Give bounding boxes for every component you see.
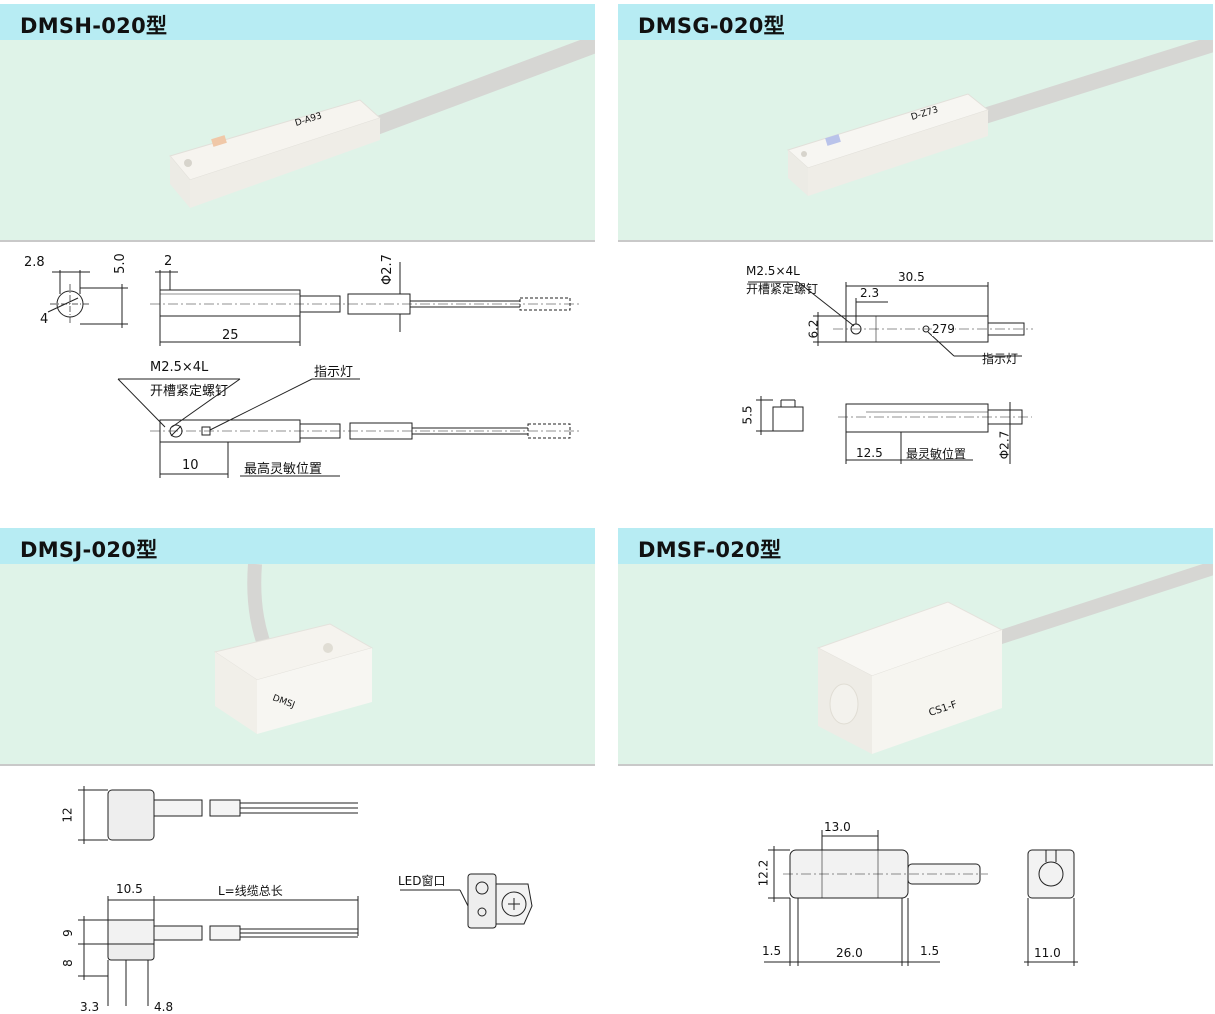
dim-label: 5.0: [112, 253, 128, 274]
panel-dmsg: DMSG-020型 D-Z73: [618, 4, 1215, 504]
dim-label: 4: [40, 312, 49, 327]
panel-title: DMSJ-020型: [20, 538, 158, 562]
technical-drawing: 13.0 12.2 1.5 26.0 1.5 11.0: [618, 766, 1213, 1006]
panel-dmsh: DMSH-020型 D-A93: [0, 4, 604, 504]
screw-desc-label: 开槽紧定螺钉: [746, 282, 819, 296]
dim-label: 12.5: [856, 446, 883, 460]
led-label: 指示灯: [314, 365, 354, 380]
dim-label: 2.3: [860, 286, 880, 300]
led-label: 指示灯: [982, 352, 1019, 366]
screw-spec-label: M2.5×4L: [746, 264, 800, 278]
dim-label: 10.5: [116, 882, 143, 896]
sensor-photo-illustration: D-Z73: [787, 36, 1215, 196]
dim-label: 4.8: [154, 1000, 174, 1014]
drawing-svg: [47, 262, 580, 478]
led-window-label: LED窗口: [398, 874, 446, 888]
title-bar: DMSJ-020型: [0, 528, 595, 564]
dim-label: 8: [60, 959, 75, 967]
product-photo: CS1-F: [618, 561, 1215, 764]
dim-label: 3.3: [80, 1000, 100, 1014]
dim-label: 5.5: [740, 405, 755, 425]
product-photo: D-Z73: [618, 36, 1215, 240]
sensor-photo-illustration: DMSJ: [213, 563, 374, 734]
dim-label: 26.0: [836, 946, 863, 960]
dim-label: 279: [932, 322, 955, 336]
panel-title: DMSG-020型: [638, 14, 785, 38]
product-photo: DMSJ: [0, 563, 595, 764]
dim-label: 12.2: [756, 859, 771, 887]
dim-label: 6.2: [806, 319, 821, 339]
drawing-svg: [764, 830, 1078, 966]
dim-label: 10: [182, 458, 199, 473]
drawing-svg: [748, 281, 1033, 464]
technical-drawing: 12 10.5 L=线缆总长 9 8 3.3 4.8 LED窗口: [0, 766, 595, 1014]
cable-length-label: L=线缆总长: [218, 884, 283, 898]
dim-label: 2: [164, 254, 173, 269]
dim-label: 2.8: [24, 255, 45, 270]
panel-title: DMSF-020型: [638, 538, 782, 562]
title-bar: DMSG-020型: [618, 4, 1213, 40]
title-bar: DMSH-020型: [0, 4, 595, 40]
panel-dmsj: DMSJ-020型 DMSJ: [0, 528, 595, 1014]
technical-drawing: 30.5 2.3 6.2 279 M2.5×4L 开槽紧定螺钉 指示灯 5.5 …: [618, 242, 1213, 502]
sensitive-position-label: 最高灵敏位置: [244, 462, 323, 477]
dim-label: Φ2.7: [379, 254, 395, 285]
divider: [618, 764, 1213, 766]
divider: [618, 240, 1213, 242]
dim-label: 12: [60, 807, 75, 823]
sensitive-position-label: 最灵敏位置: [906, 447, 967, 461]
technical-drawing: 2.8 5.0 4 2 Φ2.7 25 M2.5×4L 开槽紧定螺钉 指示灯 1…: [0, 242, 595, 502]
dim-label: 30.5: [898, 270, 925, 284]
dim-label: 1.5: [762, 944, 782, 958]
divider: [0, 240, 595, 242]
product-photo: D-A93: [0, 35, 604, 240]
screw-desc-label: 开槽紧定螺钉: [150, 384, 229, 399]
drawing-svg: [78, 786, 533, 1006]
divider: [0, 764, 595, 766]
panel-dmsf: DMSF-020型 CS1-F: [618, 528, 1215, 1010]
dim-label: 13.0: [824, 820, 851, 834]
sensor-photo-illustration: CS1-F: [816, 561, 1215, 754]
dim-label: 9: [60, 929, 75, 937]
dim-label: Φ2.7: [997, 430, 1012, 460]
title-bar: DMSF-020型: [618, 528, 1213, 564]
sensor-photo-illustration: D-A93: [169, 35, 604, 208]
panel-title: DMSH-020型: [20, 14, 168, 38]
dim-label: 1.5: [920, 944, 940, 958]
screw-spec-label: M2.5×4L: [150, 360, 209, 375]
dim-label: 25: [222, 328, 239, 343]
dim-label: 11.0: [1034, 946, 1061, 960]
